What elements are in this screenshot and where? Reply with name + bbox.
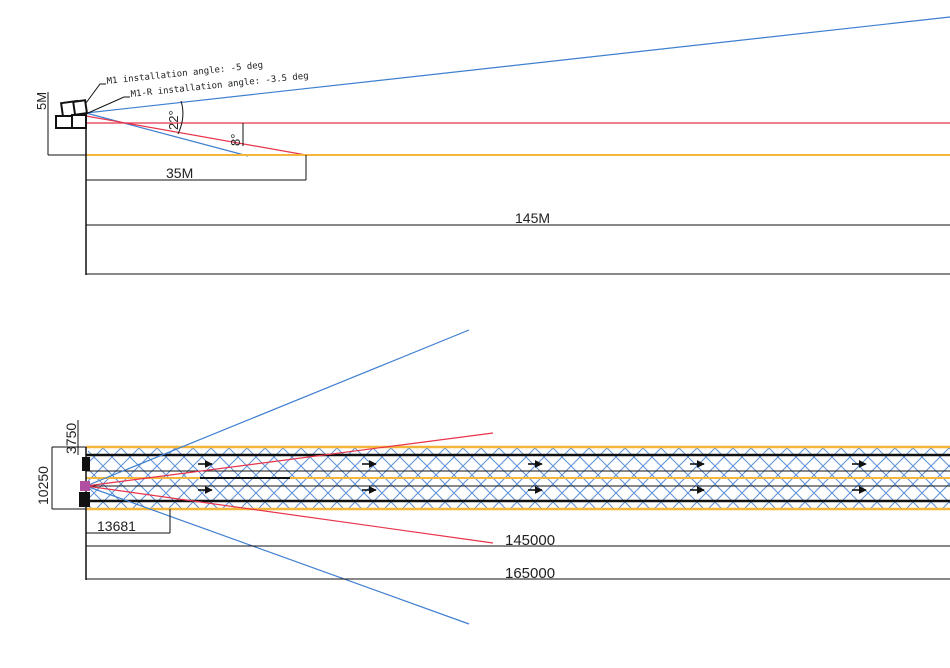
red-beam-lower bbox=[85, 115, 307, 156]
angle-22-label: 22° bbox=[166, 110, 181, 130]
offset-label: 13681 bbox=[97, 518, 136, 534]
near-distance-label: 35M bbox=[166, 165, 193, 181]
angle-8-label: 8° bbox=[228, 134, 243, 146]
red-fov-upper bbox=[85, 432, 494, 487]
m1-radar-device bbox=[59, 99, 89, 119]
m1r-leader bbox=[87, 96, 130, 114]
blue-beam-lower bbox=[85, 112, 249, 157]
side-view: M1 installation angle: -5 deg M1-R insta… bbox=[34, 16, 950, 275]
traffic-arrows bbox=[198, 460, 867, 494]
blue-fov-lower bbox=[85, 485, 470, 625]
radar-unit-top bbox=[82, 457, 90, 471]
radar-unit-bottom bbox=[79, 492, 90, 507]
top-view: 10250 3750 13681 145000 165000 bbox=[35, 329, 950, 625]
lane-width-label: 3750 bbox=[63, 423, 79, 454]
far-distance-label: 145M bbox=[515, 210, 550, 226]
angle-arc-22 bbox=[177, 100, 184, 135]
radar-device-marker bbox=[80, 481, 90, 491]
height-label: 5M bbox=[34, 92, 49, 110]
m1-leader bbox=[85, 83, 106, 104]
blue-fov-upper bbox=[85, 329, 470, 487]
blue-range-label: 165000 bbox=[505, 565, 555, 582]
m1r-radar-device bbox=[55, 114, 87, 129]
red-fov-lower bbox=[85, 485, 494, 544]
blue-beam-upper bbox=[85, 16, 950, 114]
red-range-label: 145000 bbox=[505, 532, 555, 549]
road-width-label: 10250 bbox=[35, 466, 51, 505]
